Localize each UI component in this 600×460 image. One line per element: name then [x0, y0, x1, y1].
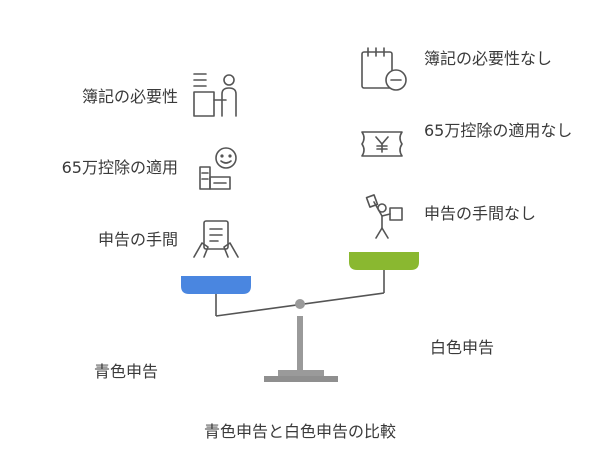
left-item-1-label: 簿記の必要性 — [81, 87, 178, 106]
scale-post — [297, 316, 303, 372]
document-hands-icon — [193, 220, 239, 258]
diagram-title: 青色申告と白色申告の比較 — [203, 422, 396, 441]
right-item-2-label: 65万控除の適用なし — [424, 121, 573, 140]
blue-return-label: 青色申告 — [94, 362, 159, 381]
right-pan — [349, 252, 419, 270]
relaxed-person-icon — [365, 194, 403, 239]
calendar-minus-icon — [361, 47, 407, 91]
right-item-3-label: 申告の手間なし — [424, 204, 537, 223]
scale-pivot — [295, 299, 305, 309]
scale-base — [264, 376, 338, 382]
left-item-2-label: 65万控除の適用 — [61, 158, 178, 177]
left-pan — [181, 276, 251, 294]
yen-ticket-icon — [361, 131, 403, 157]
right-item-1-label: 簿記の必要性なし — [424, 49, 553, 68]
happy-savings-icon — [199, 147, 237, 190]
desk-worker-icon — [193, 73, 237, 117]
left-item-3-label: 申告の手間 — [97, 230, 178, 249]
scale-base-top — [278, 370, 324, 376]
white-return-label: 白色申告 — [430, 338, 495, 357]
